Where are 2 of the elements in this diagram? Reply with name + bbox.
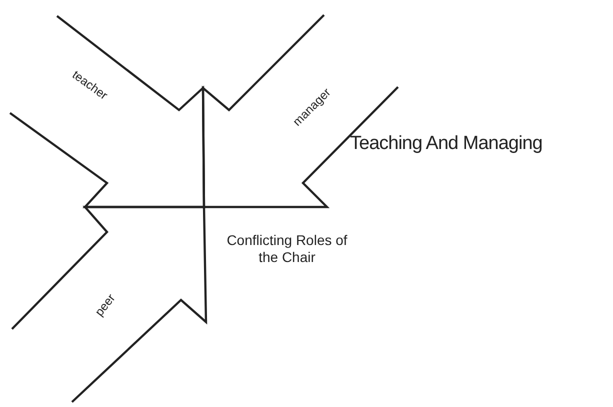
center-caption: Conflicting Roles of the Chair <box>226 232 348 266</box>
diagram-title: Teaching And Managing <box>350 133 542 155</box>
